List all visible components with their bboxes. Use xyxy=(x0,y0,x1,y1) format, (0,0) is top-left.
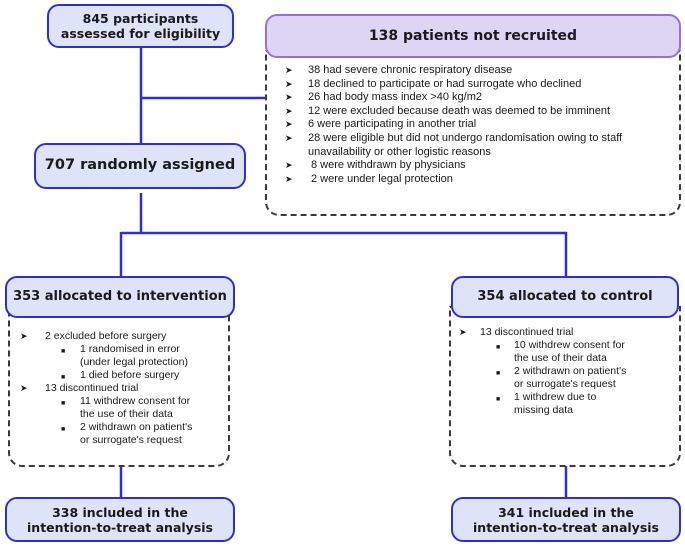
arrow-bullet-icon: ➤ xyxy=(459,327,467,337)
square-bullet-icon: ■ xyxy=(496,370,501,377)
arrow-bullet-icon: ➤ xyxy=(285,119,293,130)
list-item-continuation: unavailability or other logistic reasons xyxy=(308,145,491,158)
analysis-control-box: 341 included in the intention-to-treat a… xyxy=(451,497,681,542)
arrow-bullet-icon: ➤ xyxy=(285,78,293,89)
not-recruited-panel xyxy=(265,50,681,216)
assessed-line2: assessed for eligibility xyxy=(60,26,221,41)
arrow-bullet-icon: ➤ xyxy=(285,173,293,184)
arrow-bullet-icon: ➤ xyxy=(285,132,293,143)
analysis-intervention-line2: intention-to-treat analysis xyxy=(27,519,213,535)
arrow-bullet-icon: ➤ xyxy=(20,331,28,341)
randomised-label: 707 randomly assigned xyxy=(44,157,236,174)
intervention-title: 353 allocated to intervention xyxy=(13,289,227,305)
list-item-continuation: the use of their data xyxy=(514,352,607,364)
list-item: ➤8 were withdrawn by physicians xyxy=(285,159,466,172)
list-item: ➤12 were excluded because death was deem… xyxy=(285,104,611,117)
control-panel xyxy=(449,306,681,467)
list-item: 13 discontinued trial xyxy=(45,382,139,394)
intervention-panel xyxy=(8,306,230,467)
arrow-bullet-icon: ➤ xyxy=(285,160,293,171)
arrow-bullet-icon: ➤ xyxy=(20,383,28,393)
randomised-box: 707 randomly assigned xyxy=(34,143,246,189)
arrow-bullet-icon: ➤ xyxy=(285,65,293,75)
list-item: ➤26 had body mass index >40 kg/m2 xyxy=(285,91,482,104)
list-item: ➤2 were under legal protection xyxy=(285,172,453,185)
list-item: ➤18 declined to participate or had surro… xyxy=(285,77,582,90)
analysis-intervention-line1: 338 included in the xyxy=(52,504,188,520)
intervention-list: ➤ 2 excluded before surgery ■ 1 randomised… xyxy=(20,330,230,447)
square-bullet-icon: ■ xyxy=(61,400,66,407)
list-item-continuation: the use of their data xyxy=(80,408,173,420)
list-item: 2 withdrawn on patient's xyxy=(514,365,627,377)
list-item: 13 discontinued trial xyxy=(480,326,574,338)
list-item: 2 excluded before surgery xyxy=(45,330,167,342)
assessed-box: 845 participants assessed for eligibilit… xyxy=(47,4,234,48)
list-item: 11 withdrew consent for xyxy=(80,395,191,407)
square-bullet-icon: ■ xyxy=(61,374,66,381)
list-item: ➤28 were eligible but did not undergo ra… xyxy=(285,131,623,144)
list-item-continuation: or surrogate's request xyxy=(80,434,182,446)
square-bullet-icon: ■ xyxy=(496,396,501,403)
not-recruited-title: 138 patients not recruited xyxy=(368,28,578,44)
list-item: ➤38 had severe chronic respiratory disea… xyxy=(285,64,513,76)
list-item: ➤6 were participating in another trial xyxy=(285,118,477,131)
not-recruited-header: 138 patients not recruited xyxy=(265,14,681,58)
list-item: 1 died before surgery xyxy=(80,369,180,381)
analysis-control-line1: 341 included in the xyxy=(498,504,634,520)
square-bullet-icon: ■ xyxy=(61,348,66,355)
control-list: ➤ 13 discontinued trial ■ 10 withdrew cons… xyxy=(459,326,679,417)
list-item-continuation: (under legal protection) xyxy=(80,356,188,368)
list-item-continuation: missing data xyxy=(514,404,573,416)
list-item-continuation: or surrogate's request xyxy=(514,378,616,390)
arrow-bullet-icon: ➤ xyxy=(285,92,293,103)
list-item: 2 withdrawn on patient's xyxy=(80,421,193,433)
control-title: 354 allocated to control xyxy=(477,289,653,305)
analysis-control-line2: intention-to-treat analysis xyxy=(473,519,659,535)
intervention-box: 353 allocated to intervention xyxy=(5,276,235,318)
arrow-bullet-icon: ➤ xyxy=(285,105,293,116)
assessed-line1: 845 participants xyxy=(82,11,199,26)
square-bullet-icon: ■ xyxy=(61,426,66,433)
analysis-intervention-box: 338 included in the intention-to-treat a… xyxy=(5,497,235,542)
list-item: 10 withdrew consent for xyxy=(514,339,625,351)
control-box: 354 allocated to control xyxy=(451,276,679,318)
square-bullet-icon: ■ xyxy=(496,344,501,351)
list-item: 1 randomised in error xyxy=(80,343,180,355)
not-recruited-list: ➤38 had severe chronic respiratory disea… xyxy=(285,64,675,186)
list-item: 1 withdrew due to xyxy=(514,391,597,403)
